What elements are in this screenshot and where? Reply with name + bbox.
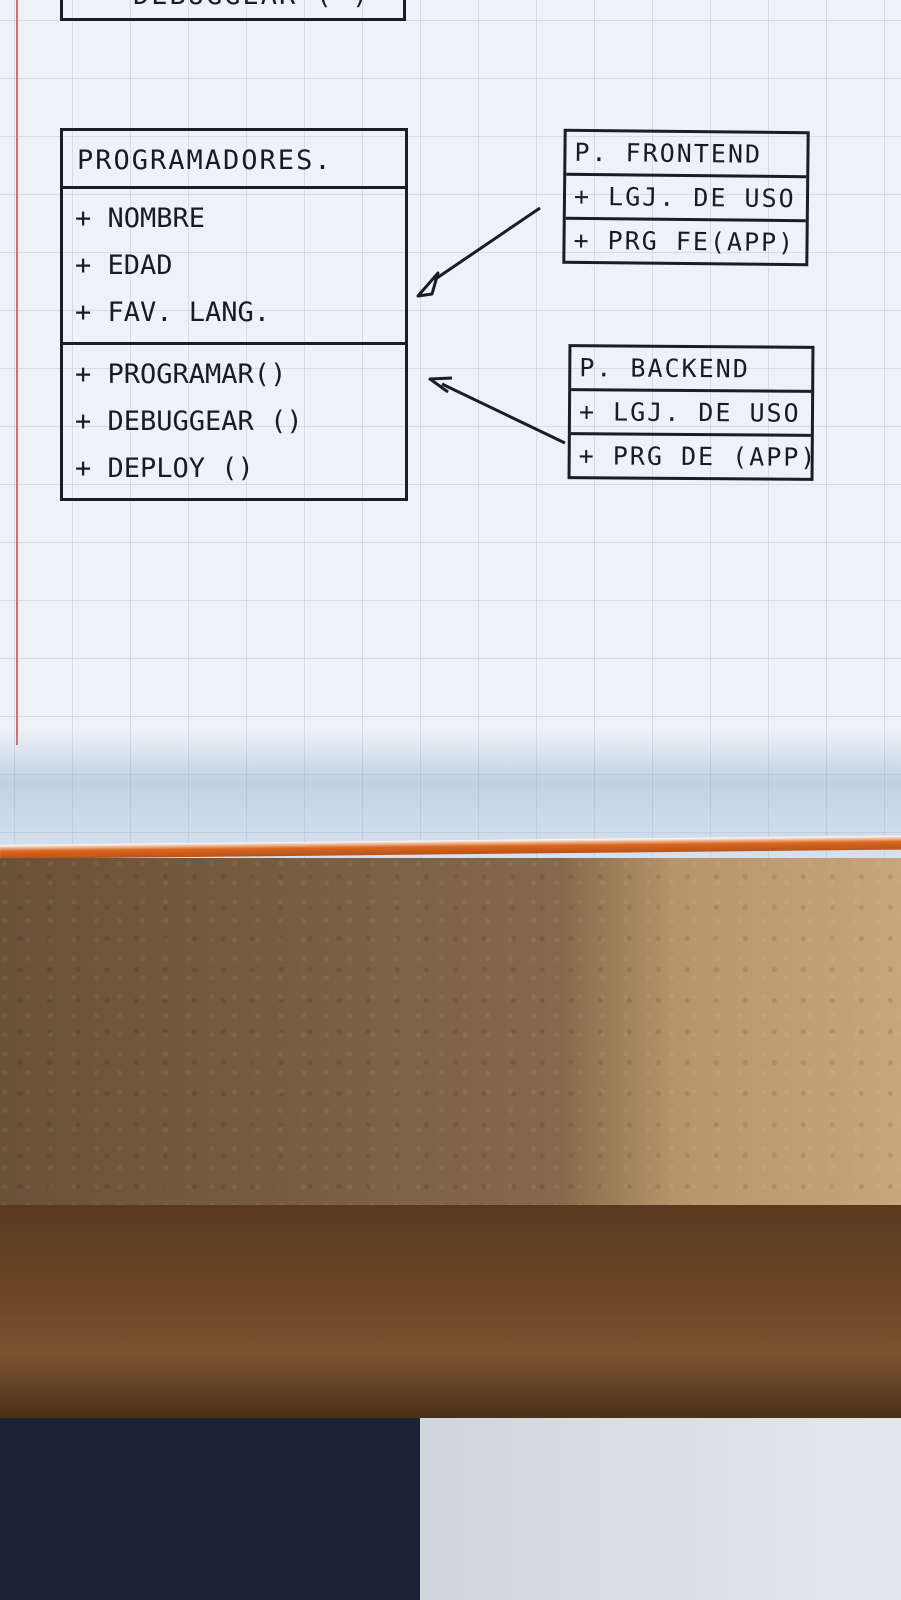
operation-deploy: + DEPLOY () (75, 453, 254, 484)
class-backend-name: P. BACKEND (571, 347, 812, 393)
backend-generalization-line (441, 382, 566, 445)
relations-layer (416, 206, 566, 445)
class-programadores-operations: + PROGRAMAR() + DEBUGGEAR () + DEPLOY () (63, 345, 405, 498)
class-programadores: PROGRAMADORES. + NOMBRE + EDAD + FAV. LA… (60, 128, 408, 501)
cork-desk-surface (0, 858, 901, 1208)
frontend-generalization-arrowhead (416, 271, 440, 298)
class-backend-operation: + PRG DE (APP) (578, 441, 818, 472)
attribute-nombre: + NOMBRE (75, 203, 206, 234)
class-programadores-attributes: + NOMBRE + EDAD + FAV. LANG. (63, 189, 405, 345)
class-backend: P. BACKEND + LGJ. DE USO + PRG DE (APP) (567, 344, 818, 481)
notebook-page: DEBUGGEAR ( ) PROGRAMADORES. + NOMBRE + … (0, 0, 901, 860)
light-floor-area (420, 1418, 901, 1600)
class-frontend-attribute: + LGJ. DE USO (565, 175, 807, 223)
wooden-desk-edge (0, 1205, 901, 1420)
previous-class-fragment: DEBUGGEAR ( ) (60, 0, 406, 21)
previous-class-fragment-label: DEBUGGEAR ( ) (133, 0, 370, 11)
frontend-generalization-line (433, 206, 541, 282)
class-backend-attribute: + LGJ. DE USO (570, 391, 812, 437)
class-frontend-operation: + PRG FE(APP) (573, 225, 796, 258)
class-programadores-name: PROGRAMADORES. (63, 131, 405, 189)
attribute-edad: + EDAD (75, 250, 173, 281)
operation-programar: + PROGRAMAR() (75, 359, 287, 390)
operation-debuggear: + DEBUGGEAR () (75, 406, 303, 437)
class-frontend: P. FRONTEND + LGJ. DE USO + PRG FE(APP) (562, 128, 810, 267)
attribute-fav-lang: + FAV. LANG. (75, 297, 271, 328)
dark-floor-area (0, 1418, 420, 1600)
class-frontend-name: P. FRONTEND (566, 131, 807, 179)
backend-generalization-arrowhead (428, 376, 453, 394)
margin-line (16, 0, 18, 745)
